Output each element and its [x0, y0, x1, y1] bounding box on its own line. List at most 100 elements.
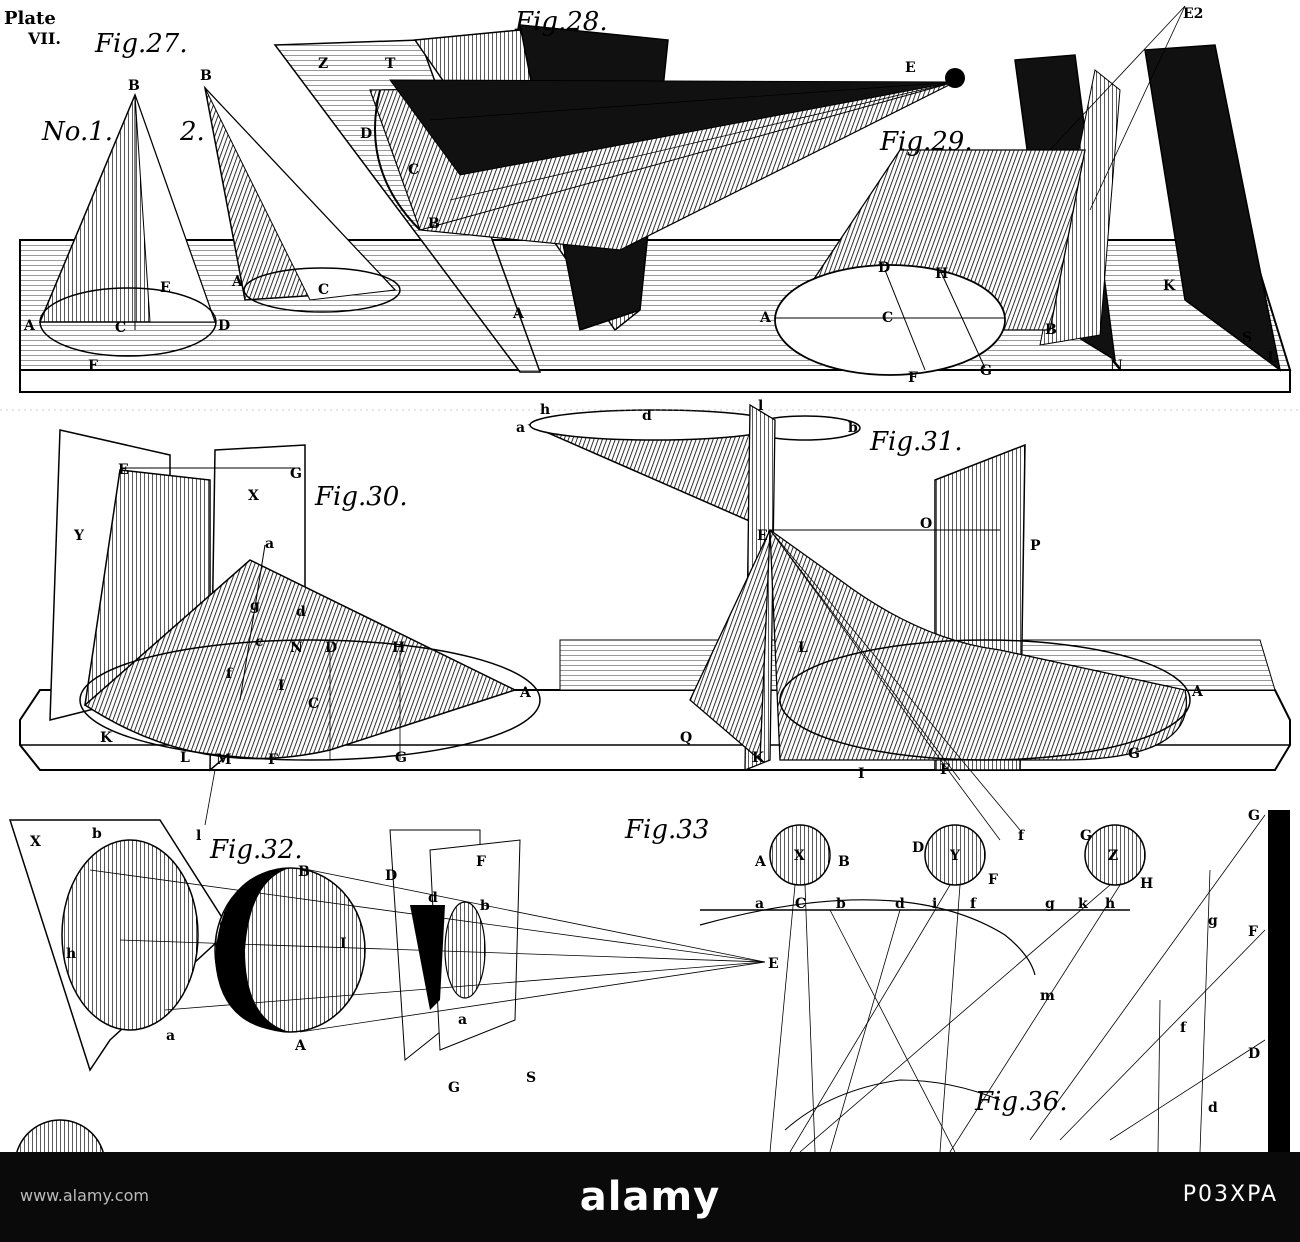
fig33-label: C: [795, 896, 806, 912]
fig31-label: F: [940, 762, 950, 778]
fig27-cone-2: [203, 85, 401, 313]
fig31-label: f: [1018, 828, 1025, 844]
fig30-label: C: [308, 696, 319, 712]
fig33-label: k: [1078, 896, 1088, 912]
fig30: [49, 429, 541, 826]
fig31-label: I: [858, 766, 865, 782]
fig27-label: A: [231, 274, 244, 290]
fig28-label: B: [428, 216, 440, 232]
fig27-cone-1: [38, 92, 217, 357]
fig31-label: h: [540, 402, 550, 418]
fig29-label: K: [1163, 278, 1176, 294]
fig28-label: Z: [318, 56, 328, 72]
fig31-label: b: [848, 420, 858, 436]
fig30-label: N: [290, 640, 303, 656]
fig30-label: L: [180, 750, 190, 766]
fig33-label: G: [1080, 828, 1092, 844]
fig31-label: K: [752, 750, 765, 766]
fig30-label: G: [395, 750, 407, 766]
fig33-label: b: [836, 896, 846, 912]
fig36: [1029, 810, 1290, 1153]
fig31-label: A: [1191, 684, 1204, 700]
fig30-label: K: [100, 730, 113, 746]
fig33-label: F: [988, 872, 998, 888]
fig28-label: D: [360, 126, 372, 142]
fig32-label: X: [30, 834, 41, 850]
fig32-label: b: [480, 898, 490, 914]
fig32-label: B: [298, 864, 310, 880]
fig30-label: c: [255, 634, 264, 650]
fig30-label: E: [118, 462, 129, 478]
fig36-label: d: [1208, 1100, 1218, 1116]
fig33-label: m: [1040, 988, 1055, 1004]
fig32-label: A: [294, 1038, 307, 1054]
fig31-title: Fig.31.: [869, 427, 963, 457]
fig32: [8, 819, 766, 1072]
fig27-label: C: [318, 282, 329, 298]
fig28-label: T: [385, 56, 396, 72]
fig31-label: Q: [680, 730, 692, 746]
fig33-label: a: [755, 896, 764, 912]
fig29-label: B: [1045, 322, 1057, 338]
plate-label: Plate: [4, 8, 56, 29]
fig27-label: B: [200, 68, 212, 84]
fig33-title: Fig.33: [624, 815, 709, 845]
fig36-label: F: [1248, 924, 1258, 940]
fig33-label: g: [1045, 896, 1055, 912]
fig33-label: A: [754, 854, 767, 870]
fig27-label: D: [218, 318, 230, 334]
fig30-label: D: [325, 640, 337, 656]
engraved-plate: Plate VII. Fig.27. No.1. 2. Fig.28. Fig.…: [0, 5, 1300, 1211]
fig33-label: i: [932, 896, 937, 912]
fig29-cone-planes: [774, 5, 1282, 376]
fig33-label: H: [1140, 876, 1153, 892]
fig32-label: F: [476, 854, 486, 870]
fig31-label: O: [920, 516, 932, 532]
fig30-label: M: [216, 752, 232, 768]
fig33-label: B: [838, 854, 850, 870]
fig30-label: l: [196, 828, 201, 844]
fig30-label: d: [296, 604, 306, 620]
fig36-label: f: [1180, 1020, 1187, 1036]
fig36-label: G: [1248, 808, 1260, 824]
fig32-label: D: [385, 868, 397, 884]
fig31-label: P: [1030, 538, 1041, 554]
fig36-label: g: [1208, 913, 1218, 929]
fig27-label: B: [128, 78, 140, 94]
fig33-label: h: [1105, 896, 1115, 912]
fig30-label: X: [248, 488, 259, 504]
fig33-label: X: [794, 848, 805, 864]
fig30-label: g: [250, 598, 260, 614]
fig29-label: G: [980, 363, 992, 379]
fig27-label: E: [160, 280, 171, 296]
fig32-label: h: [66, 946, 76, 962]
fig29-label: H: [935, 266, 948, 282]
fig29-label: F: [908, 370, 918, 386]
fig30-label: f: [226, 666, 233, 682]
fig32-label: a: [458, 1012, 467, 1028]
fig31-label: d: [642, 408, 652, 424]
fig32-title: Fig.32.: [209, 835, 303, 865]
fig33-label: Y: [949, 848, 961, 864]
plate-number: VII.: [27, 29, 61, 48]
fig29-label: E2: [1183, 6, 1203, 22]
fig28-title: Fig.28.: [514, 7, 608, 37]
fig33: [699, 824, 1146, 1153]
fig30-title: Fig.30.: [314, 482, 408, 512]
fig33-label: Z: [1108, 848, 1118, 864]
image-code: P03XPA: [1182, 1182, 1278, 1207]
fig36-title: Fig.36.: [974, 1087, 1068, 1117]
fig32-label: d: [428, 890, 438, 906]
fig29-label: D: [878, 260, 890, 276]
fig30-label: Y: [73, 528, 85, 544]
plate-illustration: Plate VII. Fig.27. No.1. 2. Fig.28. Fig.…: [0, 5, 1300, 1211]
fig36-label: D: [1248, 1046, 1260, 1062]
fig32-label: a: [166, 1028, 175, 1044]
fig27-label: A: [23, 318, 36, 334]
fig27-no1: No.1.: [41, 117, 113, 147]
fig28-label: A: [512, 306, 525, 322]
fig32-label: E: [768, 956, 779, 972]
fig32-label: I: [340, 936, 347, 952]
fig33-label: D: [912, 840, 924, 856]
fig29-label: N: [1110, 358, 1123, 374]
